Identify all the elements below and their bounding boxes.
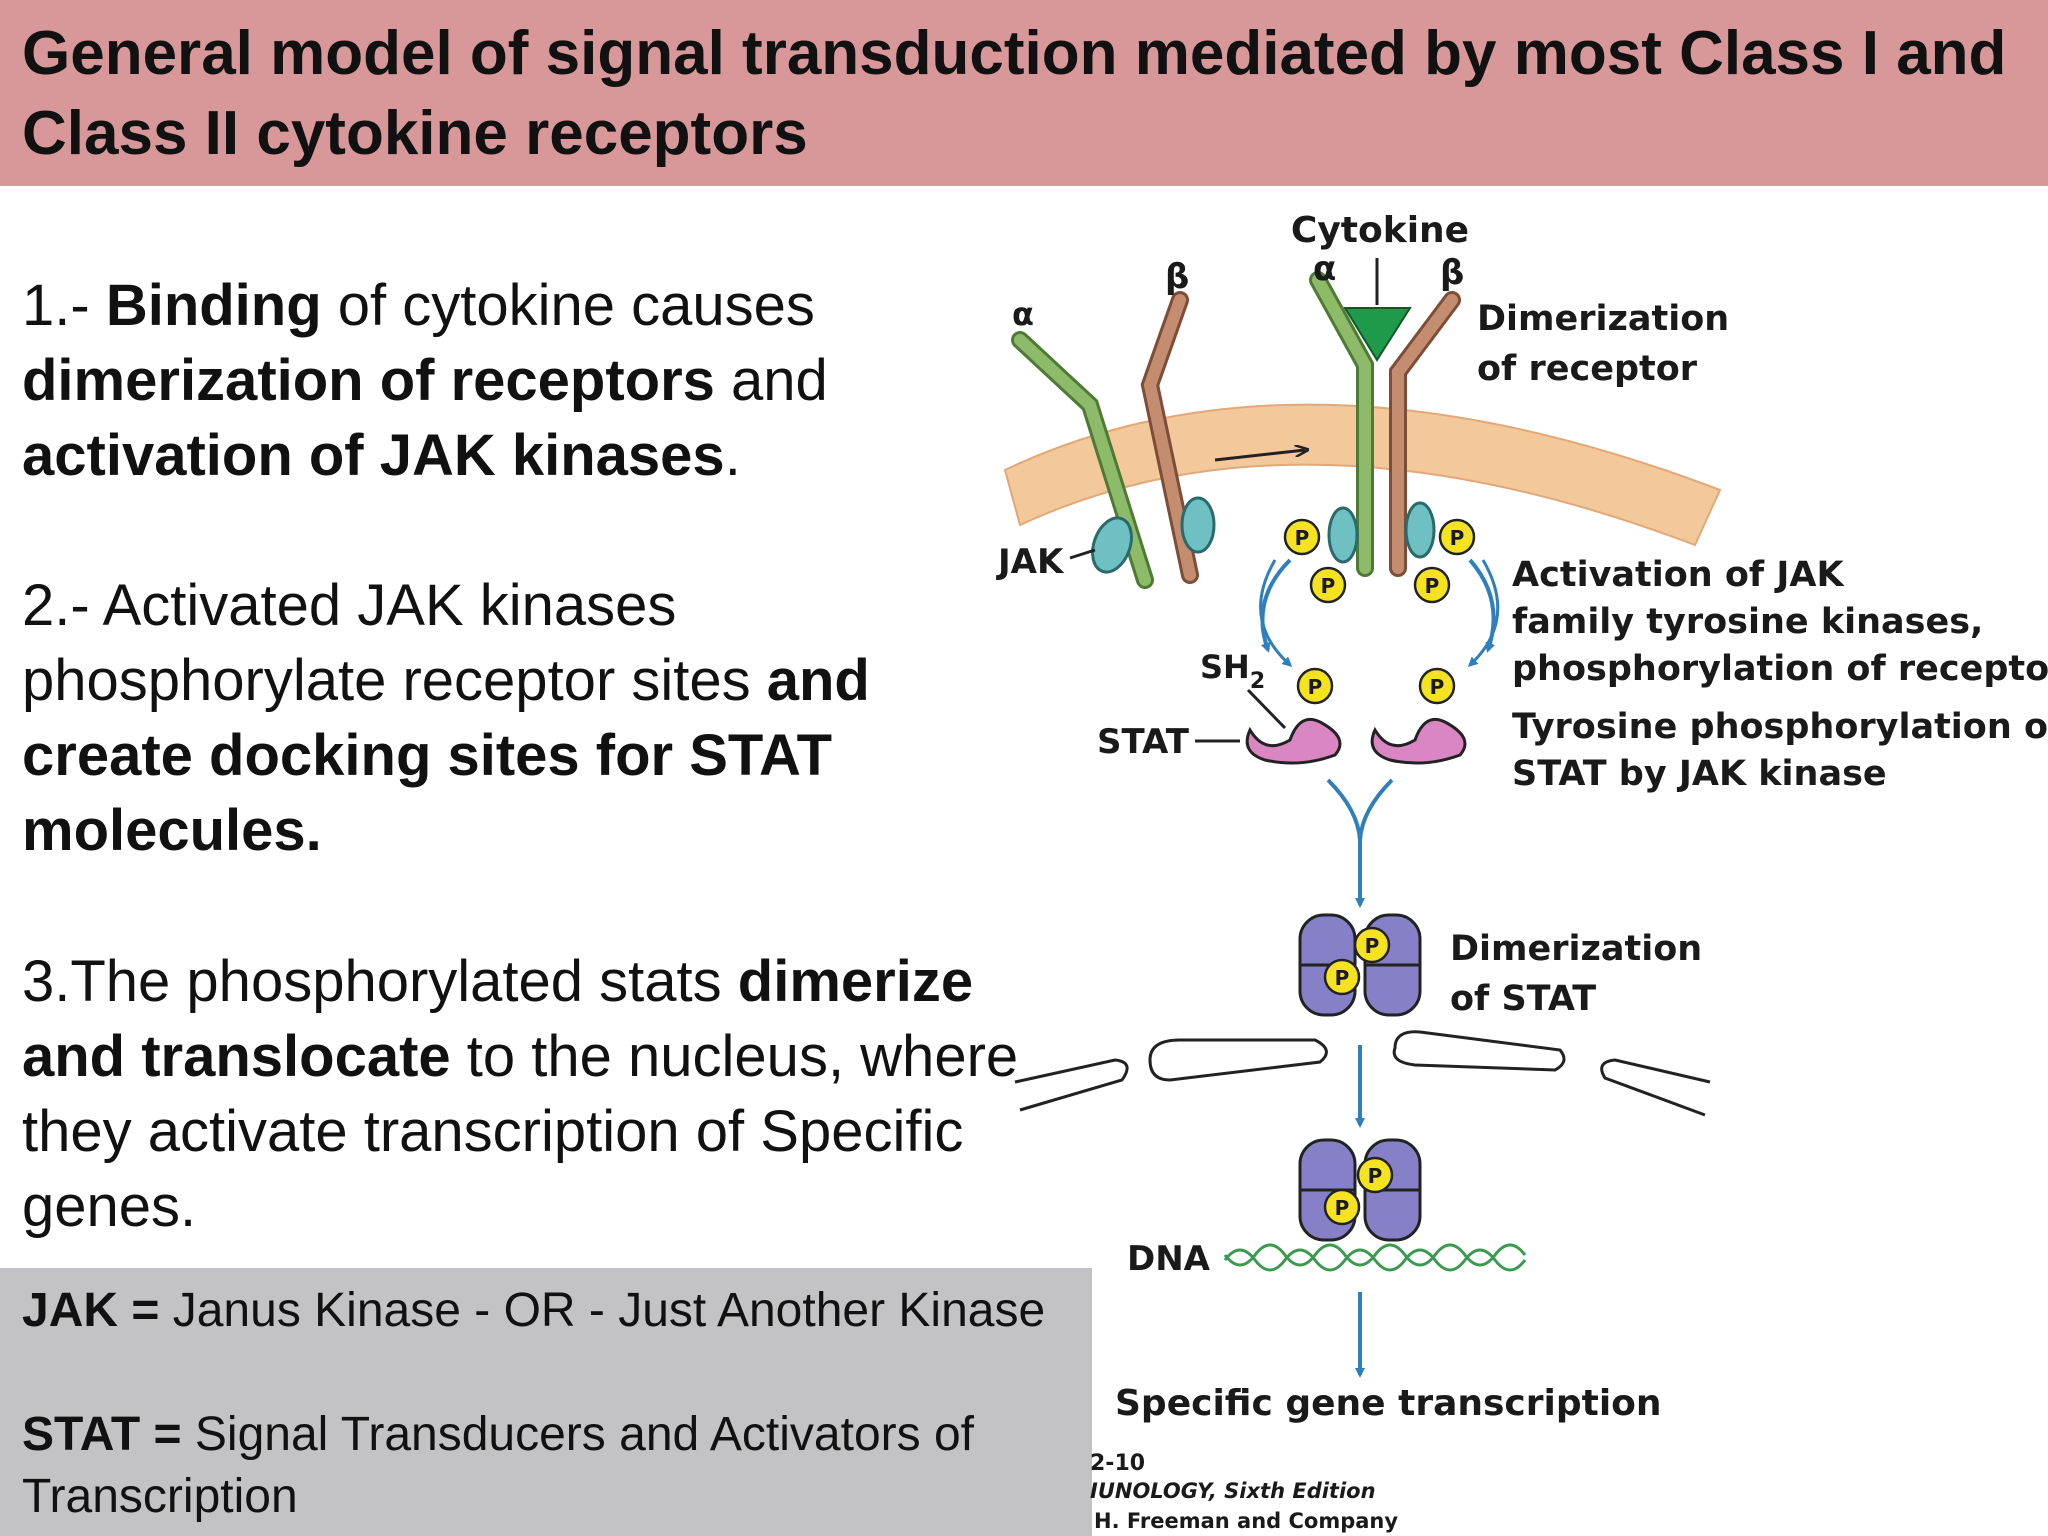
beta-label: β <box>1165 257 1189 297</box>
stat-left <box>1245 717 1342 765</box>
membrane-arrow <box>1214 450 1305 462</box>
title-bar: General model of signal transduction med… <box>0 0 2048 186</box>
stat-right <box>1370 717 1467 765</box>
slide-title: General model of signal transduction med… <box>22 19 2007 168</box>
svg-text:P: P <box>1321 574 1336 598</box>
point-3: 3.The phosphorylated stats dimerize and … <box>22 944 1072 1244</box>
jak-label: JAK <box>996 542 1065 582</box>
svg-text:P: P <box>1295 526 1310 550</box>
activation-label: family tyrosine kinases, <box>1512 602 1983 642</box>
nuclear-envelope <box>1014 1030 1711 1117</box>
dimerization-stat-label: Dimerization <box>1450 929 1702 969</box>
figure-credit: H. Freeman and Company <box>1094 1509 1398 1533</box>
stat-label: STAT <box>1097 722 1190 762</box>
point-text-segment: 1.- <box>22 273 106 338</box>
cell-membrane <box>1003 403 1722 547</box>
point-text-segment: to the nucleus, where they activate tran… <box>22 1024 1019 1239</box>
stat-dimer-nuclear <box>1298 1138 1422 1242</box>
svg-text:P: P <box>1430 675 1445 699</box>
phosphate: P <box>1323 958 1361 996</box>
point-1: 1.- Binding of cytokine causes dimerizat… <box>22 268 922 493</box>
stat-dimer <box>1298 913 1422 1017</box>
point-text-segment: dimerization of receptors <box>22 348 715 413</box>
gene-transcription-label: Specific gene transcription <box>1115 1383 1662 1424</box>
figure-credit: 2-10 <box>1090 1451 1145 1476</box>
point-text-segment: Binding <box>105 273 322 338</box>
glossary-box <box>0 1268 1092 1536</box>
sh2-label: SH2 <box>1200 648 1265 694</box>
phosphate: P <box>1353 926 1391 964</box>
phosphate: P <box>1356 1156 1394 1194</box>
svg-text:P: P <box>1365 934 1380 958</box>
point-text-segment: . <box>724 423 741 488</box>
svg-text:P: P <box>1308 675 1323 699</box>
activation-label: phosphorylation of receptor <box>1512 649 2048 689</box>
beta-label: β <box>1440 253 1464 293</box>
glossary-jak: JAK = Janus Kinase - OR - Just Another K… <box>22 1280 1072 1342</box>
activation-label: Activation of JAK <box>1512 555 1845 595</box>
phosphate: P <box>1283 518 1321 556</box>
glossary-term: STAT = <box>22 1408 182 1461</box>
point-text-segment: of cytokine causes <box>321 273 815 338</box>
phosphate: P <box>1438 518 1476 556</box>
point-text-segment: and <box>714 348 828 413</box>
svg-text:P: P <box>1335 1196 1350 1220</box>
alpha-label: α <box>1313 249 1336 289</box>
jak-left-2 <box>1180 496 1216 554</box>
point-text-segment: 3.The phosphorylated stats <box>22 949 738 1014</box>
svg-text:P: P <box>1335 966 1350 990</box>
svg-text:P: P <box>1425 574 1440 598</box>
point-text-segment: and create docking sites for STAT molecu… <box>22 648 870 863</box>
figure-credit: IUNOLOGY, Sixth Edition <box>1090 1479 1376 1503</box>
glossary-term: JAK = <box>22 1284 160 1337</box>
point-2: 2.- Activated JAK kinases phosphorylate … <box>22 568 1002 868</box>
svg-text:P: P <box>1450 526 1465 550</box>
tyrosine-label: STAT by JAK kinase <box>1512 754 1887 794</box>
dimerization-receptor-label: Dimerization <box>1477 299 1729 339</box>
sh2-pointer <box>1246 688 1287 730</box>
alpha-label: α <box>1012 295 1034 333</box>
svg-text:P: P <box>1368 1164 1383 1188</box>
point-text-segment: activation of JAK kinases <box>22 423 725 488</box>
dna-helix <box>1223 1243 1527 1272</box>
dna-label: DNA <box>1127 1239 1211 1279</box>
cytokine-label: Cytokine <box>1291 210 1469 251</box>
jak-pointer <box>1069 548 1096 560</box>
point-text-segment: dimerize and translocate <box>22 949 974 1089</box>
phosphate: P <box>1296 667 1334 705</box>
arrow-jak-left-outer <box>1260 558 1292 653</box>
phosphate: P <box>1413 566 1451 604</box>
dimerization-receptor-label: of receptor <box>1477 349 1698 389</box>
glossary-stat: STAT = Signal Transducers and Activators… <box>22 1404 1072 1528</box>
jak-left-1 <box>1091 516 1133 574</box>
phosphate: P <box>1323 1188 1361 1226</box>
tyrosine-label: Tyrosine phosphorylation of <box>1512 707 2048 747</box>
jak-right-1 <box>1327 506 1359 564</box>
glossary-definition: Janus Kinase - OR - Just Another Kinase <box>159 1284 1046 1337</box>
phosphate: P <box>1309 566 1347 604</box>
glossary-definition: Signal Transducers and Activators of Tra… <box>22 1408 974 1523</box>
jak-right-2 <box>1404 501 1436 559</box>
signal-transduction-figure: P P P P P P P P P P <box>996 210 2048 1533</box>
point-text-segment: 2.- Activated JAK kinases phosphorylate … <box>22 573 767 713</box>
phosphate: P <box>1418 667 1456 705</box>
dimerization-stat-label: of STAT <box>1450 979 1596 1019</box>
cytokine-triangle <box>1343 307 1412 362</box>
